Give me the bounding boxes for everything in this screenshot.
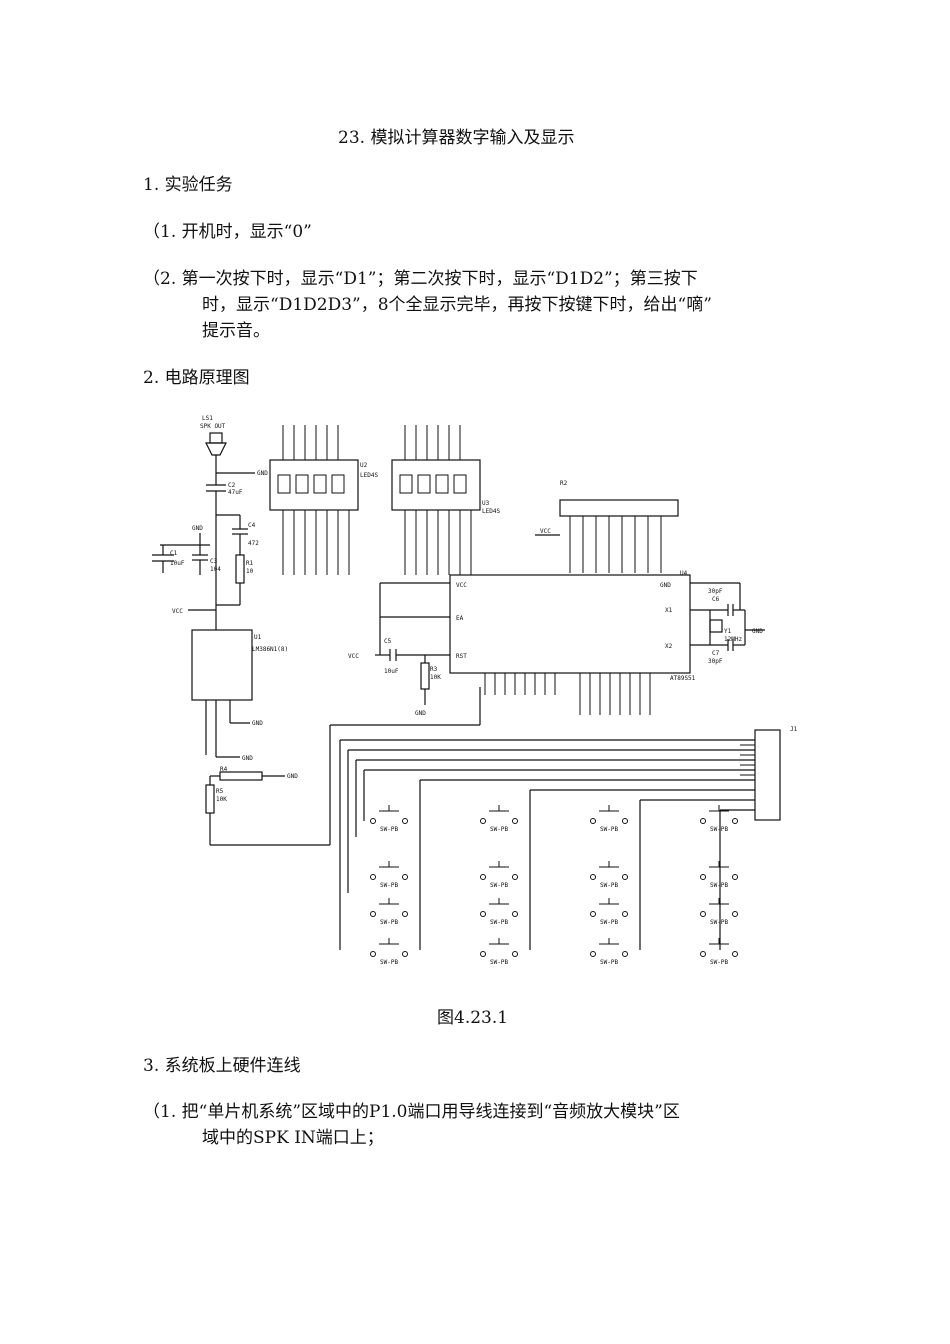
label-c3: C3 [210,558,218,565]
label-c3v: 104 [210,566,221,573]
label-c7: C7 [712,650,720,657]
label-y1: Y1 [724,628,732,635]
label-gnd-2: GND [192,525,203,532]
label-sw-11: SW-PB [600,919,618,926]
label-c4v: 472 [248,540,259,547]
wiring-item-1-line2: 域中的SPK IN端口上； [202,1128,384,1148]
label-pin-x1: X1 [665,607,673,614]
label-sw-2: SW-PB [490,826,508,833]
label-c4: C4 [248,522,256,529]
label-pin-vcc: VCC [456,582,467,589]
label-sw-4: SW-PB [710,826,728,833]
label-sw-14: SW-PB [490,959,508,966]
label-sw-10: SW-PB [490,919,508,926]
label-u2: U2 [360,462,368,469]
label-r3v: 10K [430,674,441,681]
label-vcc-2: VCC [540,528,551,535]
label-sw-9: SW-PB [380,919,398,926]
label-gnd-7: GND [752,628,763,635]
label-gnd-6: GND [415,710,426,717]
label-r1: R1 [246,560,254,567]
label-led-2: LED4S [482,508,500,515]
label-pin-x2: X2 [665,643,673,650]
label-c7v: 30pF [708,658,723,665]
label-sw-7: SW-PB [600,882,618,889]
label-gnd-4: GND [242,755,253,762]
wiring-item-1-line1: （1. 把“单片机系统”区域中的P1.0端口用导线连接到“音频放大模块”区 [143,1102,680,1122]
section-heading-1: 1. 实验任务 [143,175,233,195]
label-sw-13: SW-PB [380,959,398,966]
label-c5v: 10uF [384,668,399,675]
label-c2: C2 [228,482,236,489]
page-title: 23. 模拟计算器数字输入及显示 [338,128,575,148]
section-heading-2: 2. 电路原理图 [143,368,250,388]
label-c1: C1 [170,550,178,557]
label-vcc-3: VCC [348,653,359,660]
label-y1v: 12MHz [724,636,742,643]
label-sw-12: SW-PB [710,919,728,926]
label-vcc-1: VCC [172,608,183,615]
task-item-1: （1. 开机时，显示“0” [143,222,312,242]
label-pin-rst: RST [456,653,467,660]
label-c1v: 10uF [170,560,185,567]
figure-caption: 图4.23.1 [437,1008,509,1028]
label-led-1: LED4S [360,472,378,479]
circuit-schematic: LS1 SPK OUT GND C2 47uF GND C4 472 C1 10… [152,415,798,966]
label-c6v: 30pF [708,588,723,595]
label-gnd-3: GND [252,720,263,727]
label-r4: R4 [220,766,228,773]
task-item-2-line1: （2. 第一次按下时，显示“D1”；第二次按下时，显示“D1D2”；第三按下 [143,269,698,289]
label-u1-part: LM386N1(8) [252,646,288,653]
task-item-2-line3: 提示音。 [202,321,270,341]
section-heading-3: 3. 系统板上硬件连线 [143,1056,301,1076]
label-spk: SPK OUT [200,423,226,430]
label-mcu: AT89S51 [670,675,696,682]
label-c2v: 47uF [228,489,243,496]
label-sw-6: SW-PB [490,882,508,889]
label-c6: C6 [712,596,720,603]
label-r5v: 10K [216,796,227,803]
label-sw-1: SW-PB [380,826,398,833]
label-r3: R3 [430,666,438,673]
label-r5: R5 [216,788,224,795]
label-sw-3: SW-PB [600,826,618,833]
label-c5: C5 [384,638,392,645]
label-gnd-5: GND [287,773,298,780]
label-sw-16: SW-PB [710,959,728,966]
label-r1v: 10 [246,568,254,575]
label-u1: U1 [254,634,262,641]
label-ls1: LS1 [202,415,213,422]
label-u4: U4 [680,570,688,577]
label-sw-15: SW-PB [600,959,618,966]
task-item-2-line2: 时，显示“D1D2D3”，8个全显示完毕，再按下按键下时，给出“嘀” [202,295,712,315]
label-sw-8: SW-PB [710,882,728,889]
label-u3: U3 [482,500,490,507]
label-sw-5: SW-PB [380,882,398,889]
label-r2: R2 [560,480,568,487]
label-gnd-1: GND [257,470,268,477]
label-j1: J1 [790,726,798,733]
label-pin-ea: EA [456,615,464,622]
label-pin-gnd: GND [660,582,671,589]
